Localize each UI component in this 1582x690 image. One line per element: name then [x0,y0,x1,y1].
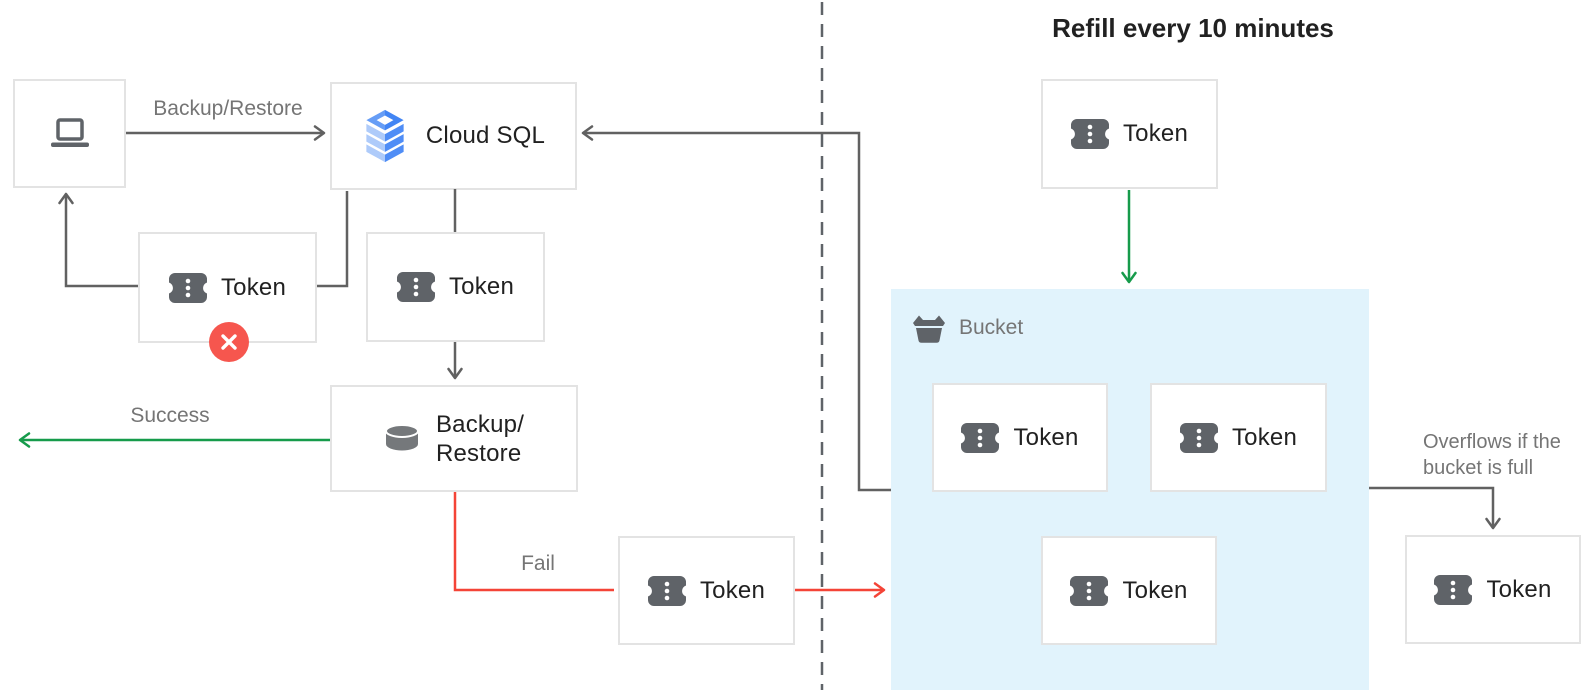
cloud-sql-label: Cloud SQL [425,122,546,149]
token-node-bucket-2: Token [1150,383,1327,492]
token-ticket-icon [647,575,686,606]
token-label: Token [1231,423,1298,451]
client-node [13,79,126,188]
token-label: Token [1486,575,1552,603]
bucket-icon [913,315,945,343]
token-ticket-icon [1070,575,1109,606]
token-node-failed: Token [618,536,795,645]
overflow-label-line1: Overflows if the [1423,431,1561,453]
edge-label-success: Success [130,404,210,427]
x-circle-icon [221,334,237,350]
token-ticket-icon [1070,119,1109,149]
backup-restore-label-line2: Restore [435,439,522,467]
token-label: Token [699,576,766,604]
edge-label-fail: Fail [521,552,555,575]
edge-overflow [1369,486,1501,530]
token-label: Token [220,273,287,301]
token-node-overflow: Token [1405,535,1581,644]
backup-restore-node: Backup/ Restore [330,385,578,492]
cloud-sql-stack-icon [366,109,404,163]
token-node-rejected: Token [138,232,317,362]
bucket-label: Bucket [959,316,1024,339]
token-ticket-icon [168,272,207,303]
edge-label-backup-restore: Backup/Restore [153,97,303,120]
token-label: Token [1122,576,1188,604]
edge-bucket-to-cloudsql [581,125,891,492]
token-ticket-icon [961,422,1000,453]
token-ticket-icon [396,272,435,302]
token-node-bucket-3: Token [1041,536,1217,645]
edge-rejected-token-to-cloudsql [317,191,349,288]
token-label: Token [1122,120,1189,147]
token-node-refill: Token [1041,79,1218,189]
token-label: Token [1013,423,1079,451]
overflow-label-line2: bucket is full [1423,457,1534,479]
edge-label-overflow: Overflows if the bucket is full [1423,429,1561,481]
database-icon [384,424,419,451]
token-ticket-icon [1434,574,1473,605]
laptop-icon [50,117,89,147]
edge-rejected-token-to-client [58,192,138,288]
diagram-title: Refill every 10 minutes [1052,13,1334,43]
cloud-sql-node: Cloud SQL [330,82,577,190]
error-badge [209,322,249,362]
backup-restore-label-line1: Backup/ [435,410,525,438]
token-node-bucket-1: Token [932,383,1108,492]
token-label: Token [448,273,515,300]
bucket-header: Bucket [911,313,1023,343]
backup-restore-label: Backup/ Restore [436,410,524,468]
token-node-cloud-sql: Token [366,232,545,342]
token-ticket-icon [1179,422,1218,453]
